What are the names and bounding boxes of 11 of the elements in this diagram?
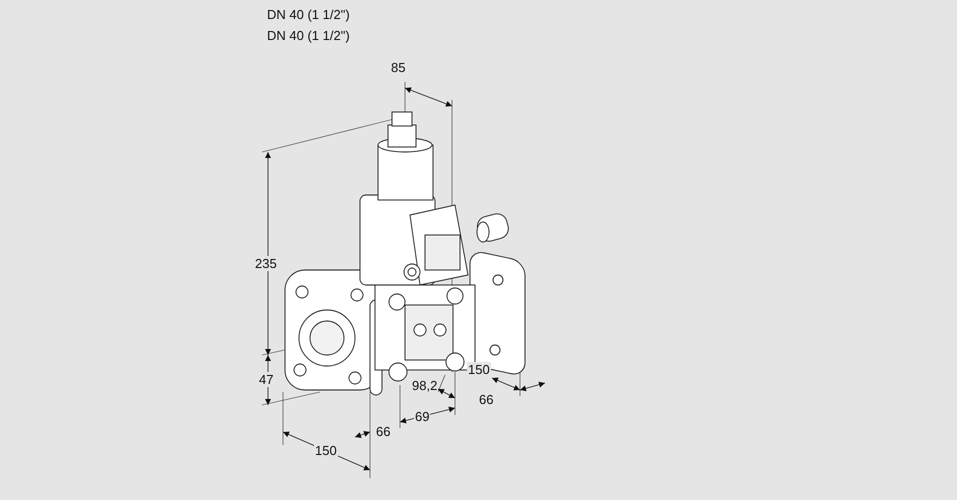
dimension-value: 69 <box>414 409 430 424</box>
dimension-value: 150 <box>314 443 338 458</box>
size-label: DN 40 (1 1/2") <box>266 28 351 43</box>
dimension-value: 150 <box>467 362 491 377</box>
dimension-value: 235 <box>254 256 278 271</box>
dimension-value: 98,2 <box>411 378 438 393</box>
dimension-value: 47 <box>258 372 274 387</box>
dimension-value: 85 <box>390 60 406 75</box>
size-label: DN 40 (1 1/2") <box>266 7 351 22</box>
dimension-value: 66 <box>478 392 494 407</box>
dimension-value: 66 <box>375 424 392 439</box>
